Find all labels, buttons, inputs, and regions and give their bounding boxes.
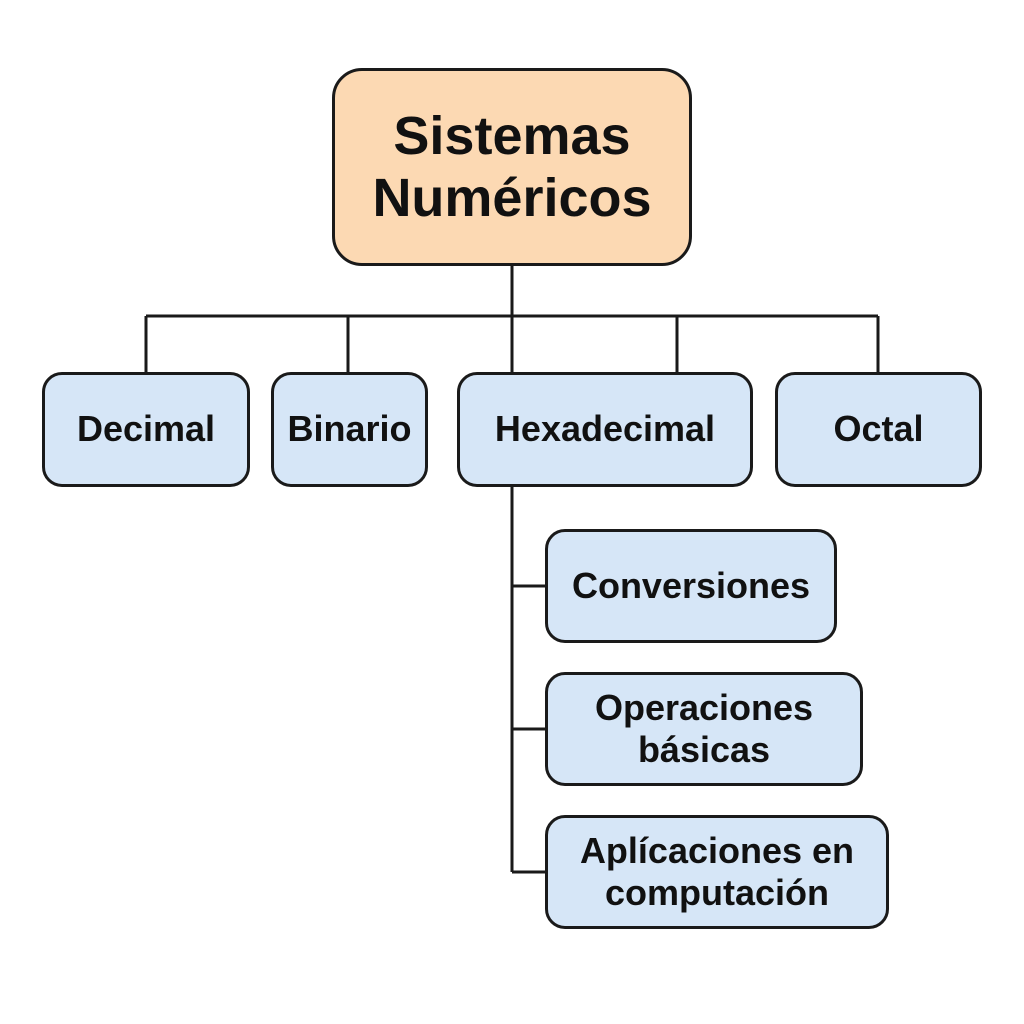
node-operaciones-line2: básicas bbox=[637, 729, 771, 770]
node-binario-label: Binario bbox=[287, 408, 412, 450]
node-operaciones-basicas: Operaciones básicas bbox=[545, 672, 863, 786]
node-octal-label: Octal bbox=[833, 408, 924, 450]
node-hexadecimal: Hexadecimal bbox=[457, 372, 753, 487]
node-aplicaciones-line1: Aplícaciones en bbox=[579, 829, 855, 871]
node-aplicaciones-computacion: Aplícaciones en computación bbox=[545, 815, 889, 929]
node-binario: Binario bbox=[271, 372, 428, 487]
node-decimal: Decimal bbox=[42, 372, 250, 487]
node-decimal-label: Decimal bbox=[76, 408, 216, 450]
node-octal: Octal bbox=[775, 372, 982, 487]
root-node-line2: Numéricos bbox=[372, 168, 652, 228]
node-aplicaciones-line2: computación bbox=[604, 872, 829, 913]
node-operaciones-line1: Operaciones bbox=[594, 686, 814, 728]
node-hexadecimal-label: Hexadecimal bbox=[494, 408, 716, 450]
node-conversiones: Conversiones bbox=[545, 529, 837, 643]
root-node-sistemas-numericos: Sistemas Numéricos bbox=[332, 68, 692, 266]
node-conversiones-label: Conversiones bbox=[571, 564, 811, 606]
root-node-line1: Sistemas bbox=[393, 105, 631, 166]
